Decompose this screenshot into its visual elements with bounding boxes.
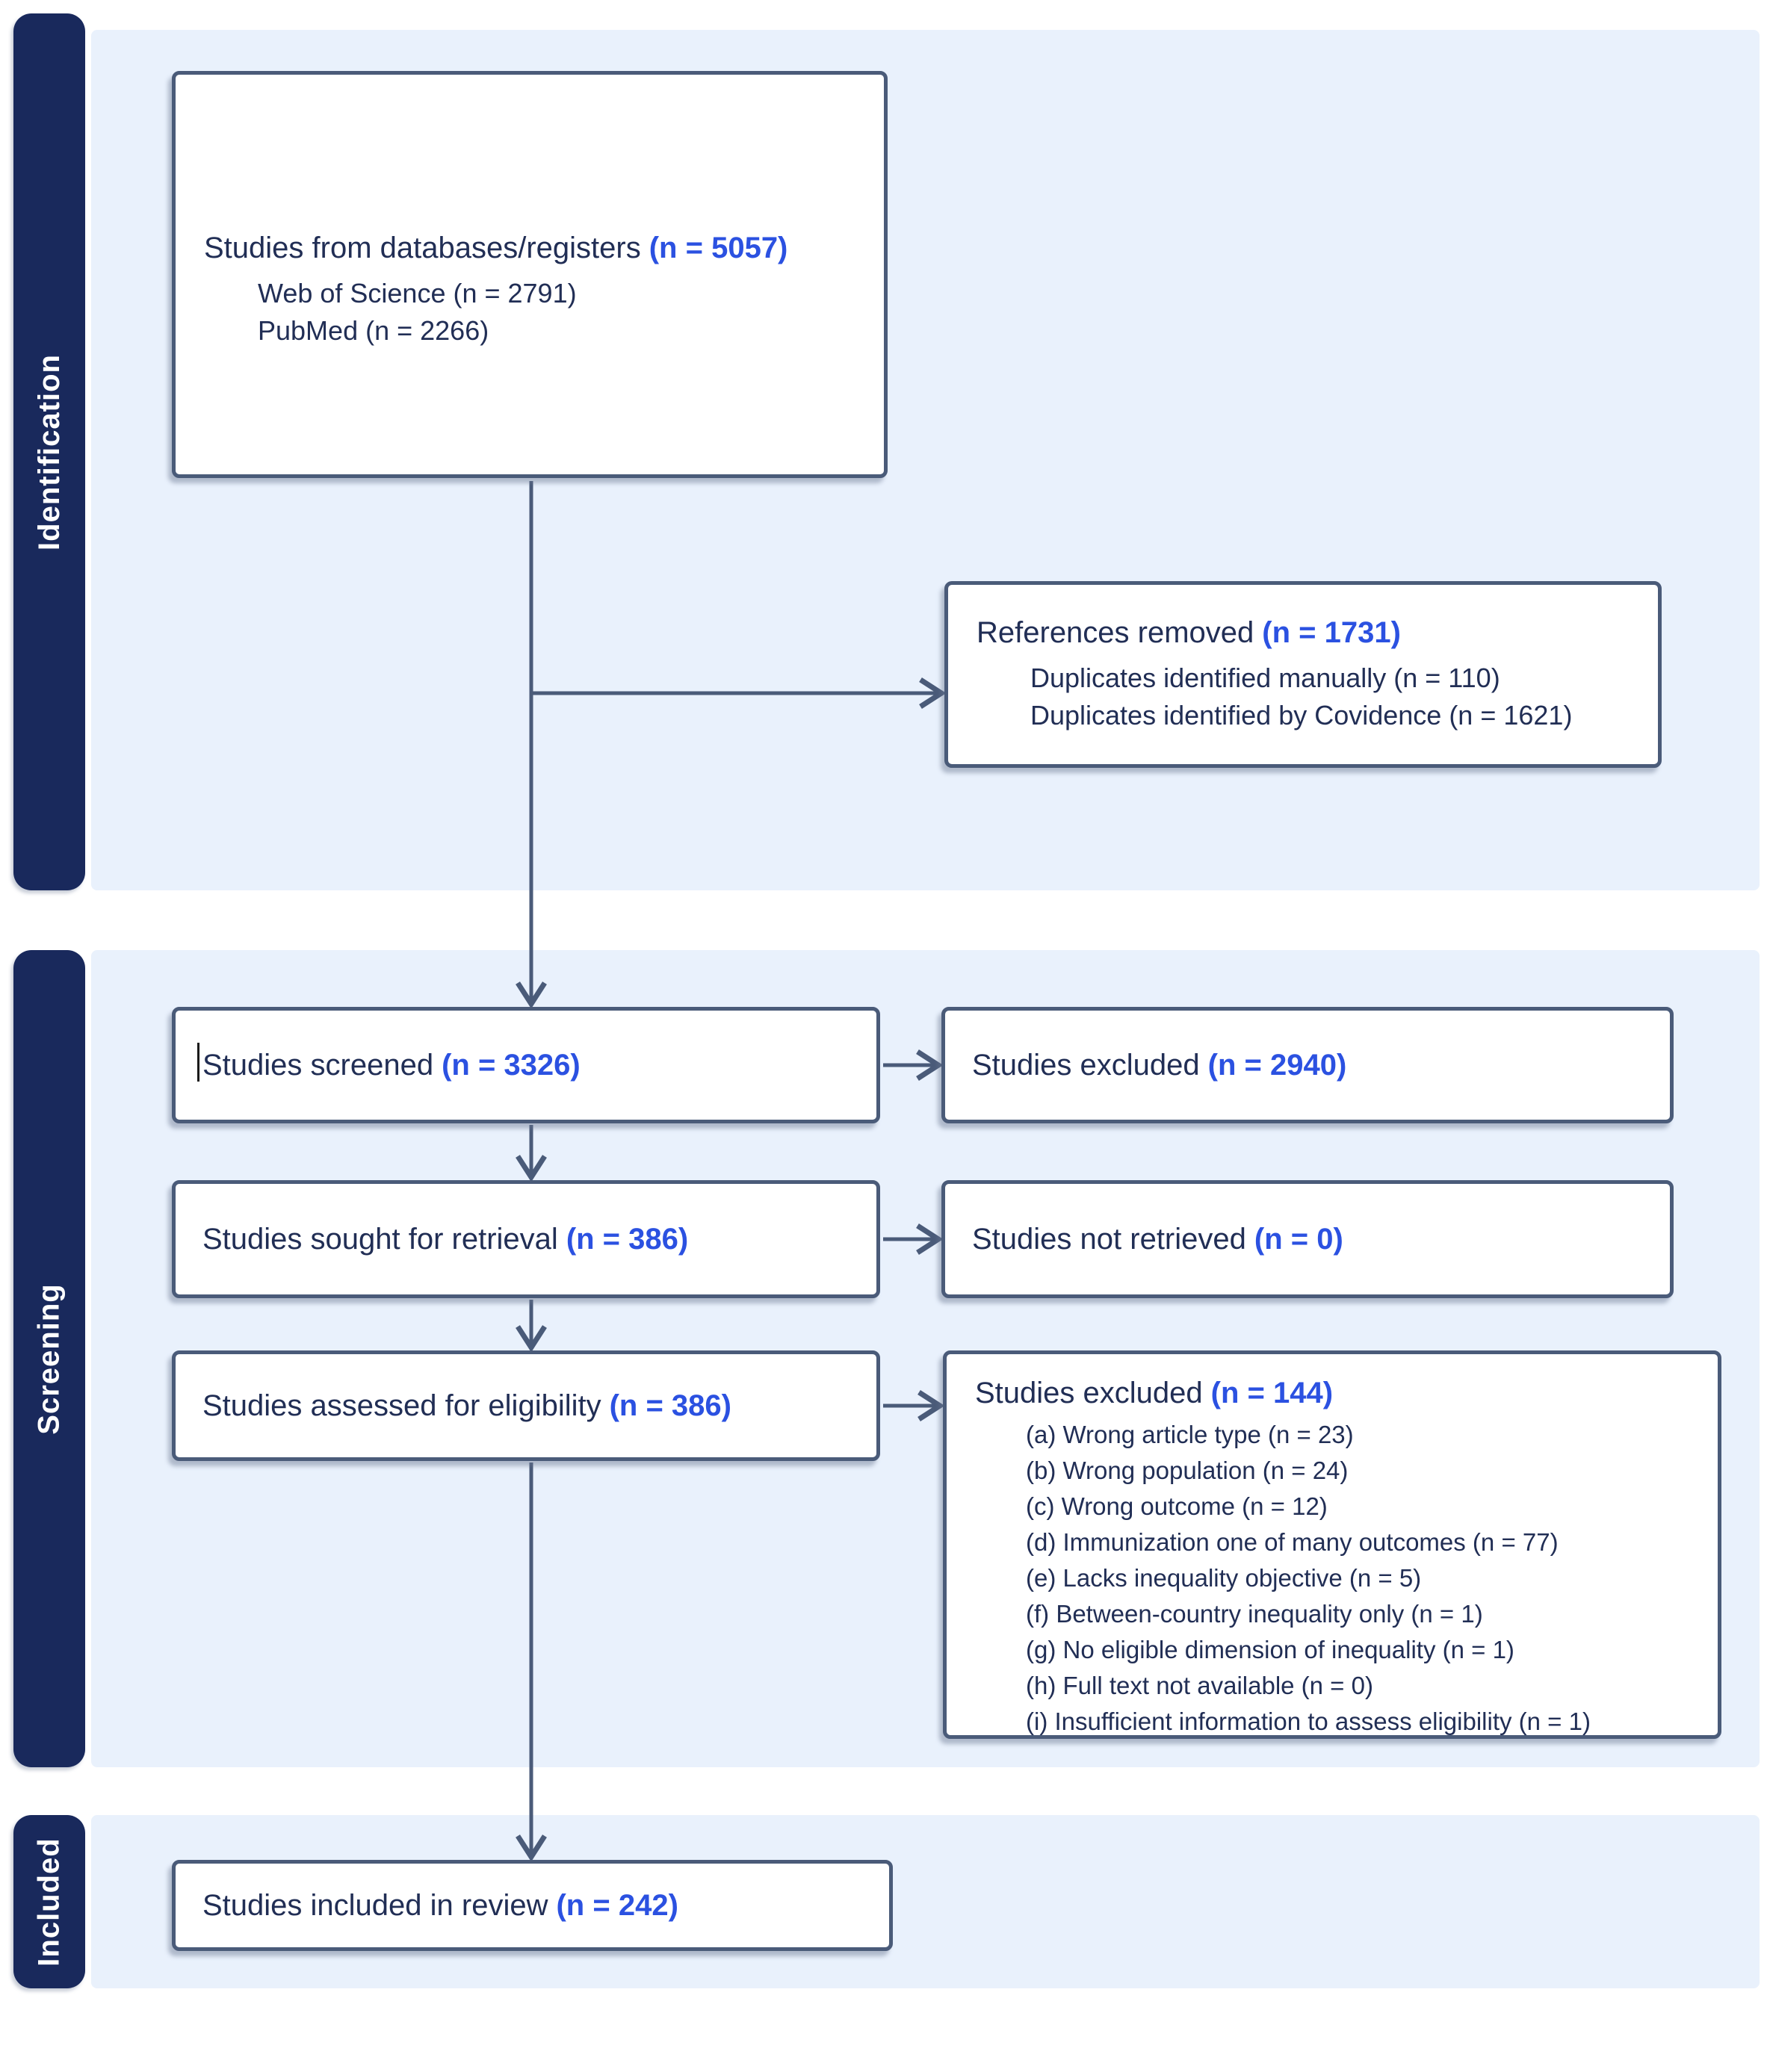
exclusion-reason-item: (b) Wrong population (n = 24) xyxy=(1026,1457,1349,1484)
included-stage-bar: Included xyxy=(13,1815,85,1988)
duplicates-item: Duplicates identified by Covidence (n = … xyxy=(1030,700,1573,731)
studies-sought-retrieval-box[interactable]: Studies sought for retrieval(n = 386) xyxy=(172,1180,880,1298)
box-count: (n = 3326) xyxy=(442,1049,581,1082)
duplicates-item: Duplicates identified manually (n = 110) xyxy=(1030,663,1500,693)
box-content: References removed(n = 1731) Duplicates … xyxy=(977,615,1649,734)
exclusion-reason-item: (i) Insufficient information to assess e… xyxy=(1026,1707,1591,1735)
exclusion-reason-item: (a) Wrong article type (n = 23) xyxy=(1026,1421,1354,1448)
box-label: Studies from databases/registers xyxy=(204,232,641,264)
box-count: (n = 144) xyxy=(1210,1377,1334,1409)
database-source-item: PubMed (n = 2266) xyxy=(258,315,489,346)
box-count: (n = 242) xyxy=(556,1889,678,1922)
included-stage-label: Included xyxy=(32,1837,66,1967)
box-label: Studies sought for retrieval xyxy=(202,1223,558,1256)
identification-stage-bar: Identification xyxy=(13,13,85,890)
exclusion-reason-item: (g) No eligible dimension of inequality … xyxy=(1026,1636,1514,1663)
box-label: Studies screened xyxy=(202,1049,434,1082)
box-count: (n = 1731) xyxy=(1262,616,1401,649)
exclusion-reason-item: (d) Immunization one of many outcomes (n… xyxy=(1026,1528,1559,1556)
exclusion-reason-item: (h) Full text not available (n = 0) xyxy=(1026,1672,1373,1699)
database-source-item: Web of Science (n = 2791) xyxy=(258,278,577,308)
studies-from-databases-box[interactable]: Studies from databases/registers(n = 505… xyxy=(172,71,888,478)
box-count: (n = 0) xyxy=(1254,1223,1343,1256)
box-label: Studies assessed for eligibility xyxy=(202,1389,601,1422)
box-label: Studies excluded xyxy=(975,1377,1203,1409)
box-content: Studies excluded(n = 144) (a) Wrong arti… xyxy=(975,1375,1709,1740)
references-removed-box[interactable]: References removed(n = 1731) Duplicates … xyxy=(944,581,1662,768)
box-label: Studies not retrieved xyxy=(972,1223,1246,1256)
screening-stage-bar: Screening xyxy=(13,950,85,1767)
studies-not-retrieved-box[interactable]: Studies not retrieved(n = 0) xyxy=(941,1180,1674,1298)
studies-screened-box[interactable]: Studies screened(n = 3326) xyxy=(172,1007,880,1123)
screening-stage-label: Screening xyxy=(32,1282,66,1435)
box-content: Studies from databases/registers(n = 505… xyxy=(204,230,875,350)
box-count: (n = 386) xyxy=(609,1389,731,1422)
studies-excluded-eligibility-box[interactable]: Studies excluded(n = 144) (a) Wrong arti… xyxy=(943,1350,1721,1739)
box-count: (n = 2940) xyxy=(1207,1049,1347,1082)
studies-assessed-eligibility-box[interactable]: Studies assessed for eligibility(n = 386… xyxy=(172,1350,880,1461)
exclusion-reason-item: (e) Lacks inequality objective (n = 5) xyxy=(1026,1564,1422,1592)
box-count: (n = 386) xyxy=(566,1223,689,1256)
box-label: Studies included in review xyxy=(202,1889,548,1922)
box-label: Studies excluded xyxy=(972,1049,1200,1082)
box-count: (n = 5057) xyxy=(649,232,788,264)
identification-stage-label: Identification xyxy=(32,353,66,550)
exclusion-reason-item: (f) Between-country inequality only (n =… xyxy=(1026,1600,1483,1628)
text-cursor xyxy=(197,1043,199,1082)
studies-excluded-screening-box[interactable]: Studies excluded(n = 2940) xyxy=(941,1007,1674,1123)
studies-included-review-box[interactable]: Studies included in review(n = 242) xyxy=(172,1860,893,1951)
exclusion-reason-item: (c) Wrong outcome (n = 12) xyxy=(1026,1492,1328,1520)
box-label: References removed xyxy=(977,616,1254,649)
